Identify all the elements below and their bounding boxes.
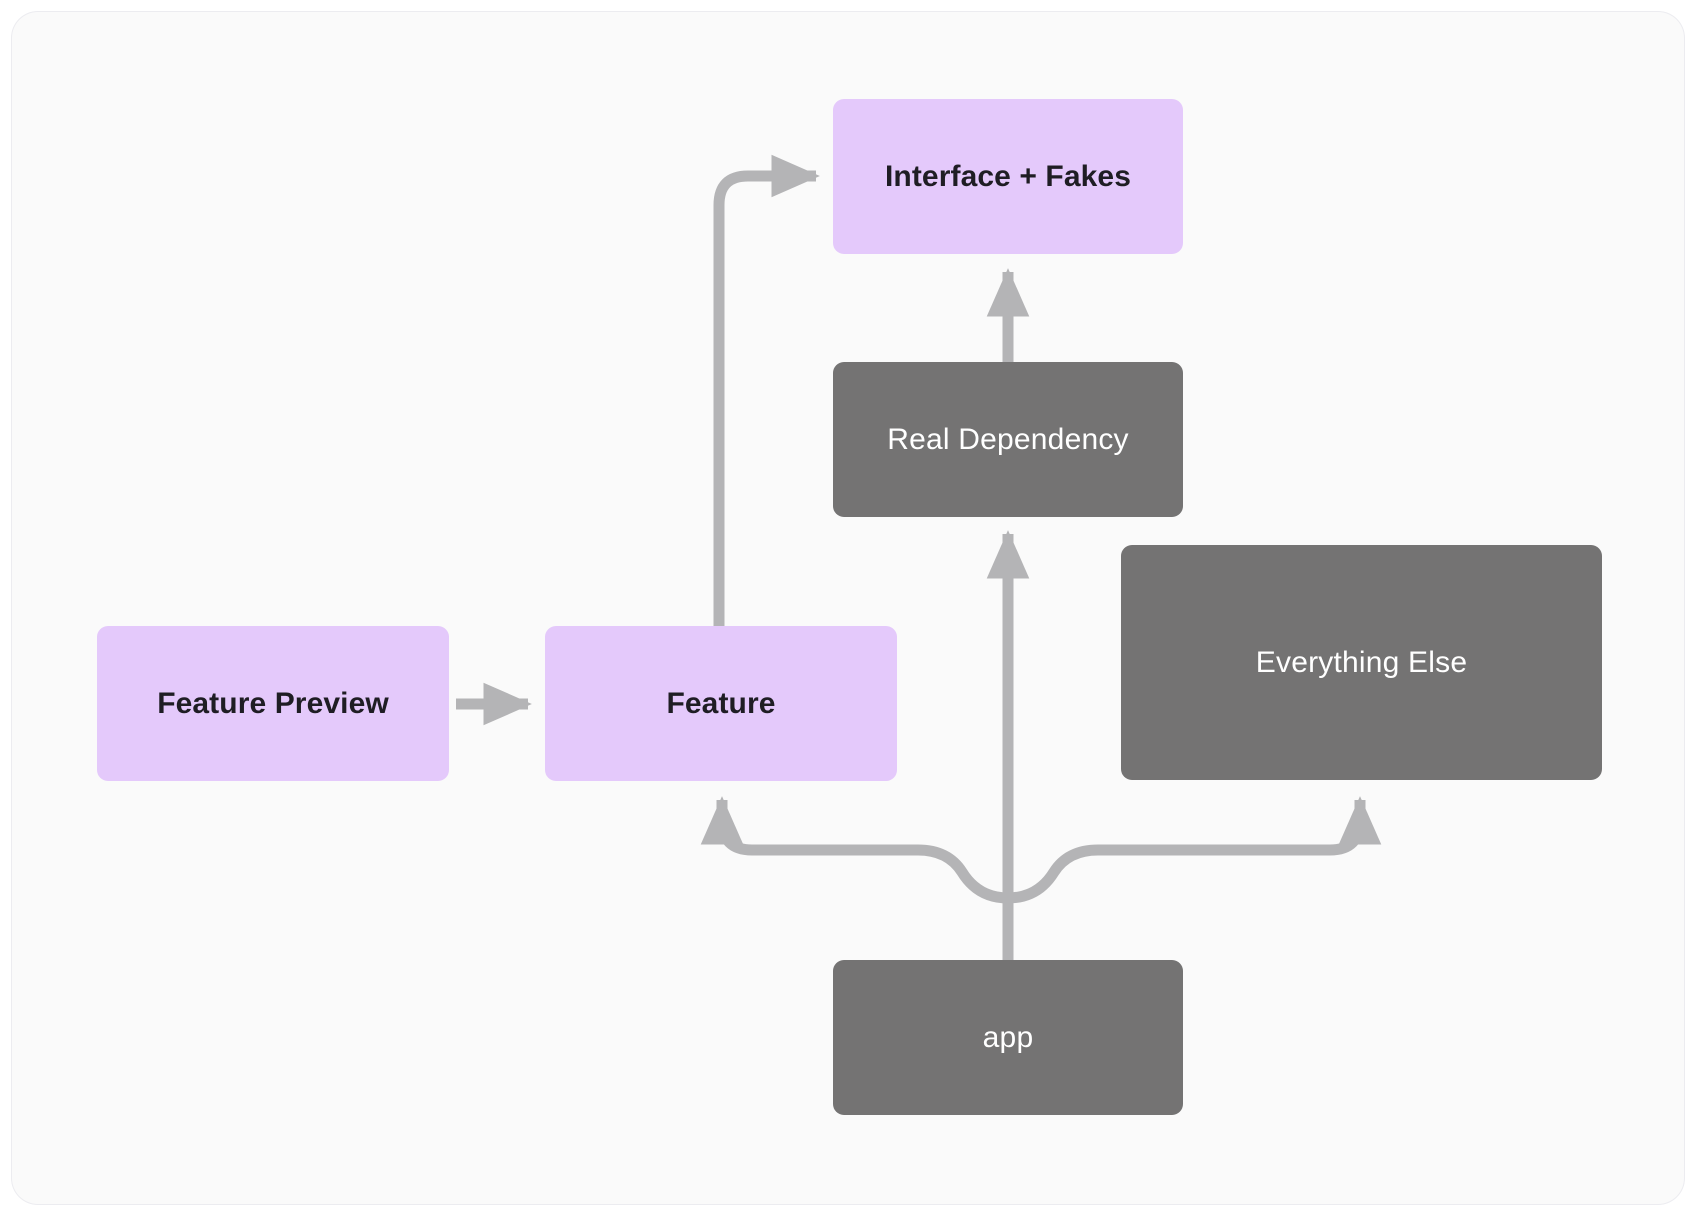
node-feature-preview[interactable]: Feature Preview: [97, 626, 449, 781]
node-feature[interactable]: Feature: [545, 626, 897, 781]
node-real-dependency[interactable]: Real Dependency: [833, 362, 1183, 517]
node-interface-fakes-label: Interface + Fakes: [884, 159, 1131, 193]
node-feature-preview-label: Feature Preview: [157, 686, 389, 720]
node-app-label: app: [982, 1020, 1034, 1054]
node-feature-label: Feature: [666, 686, 776, 720]
node-app[interactable]: app: [833, 960, 1183, 1115]
node-interface-fakes[interactable]: Interface + Fakes: [833, 99, 1183, 254]
node-everything-else-label: Everything Else: [1255, 645, 1468, 679]
node-everything-else[interactable]: Everything Else: [1121, 545, 1602, 780]
node-real-dependency-label: Real Dependency: [887, 422, 1129, 456]
